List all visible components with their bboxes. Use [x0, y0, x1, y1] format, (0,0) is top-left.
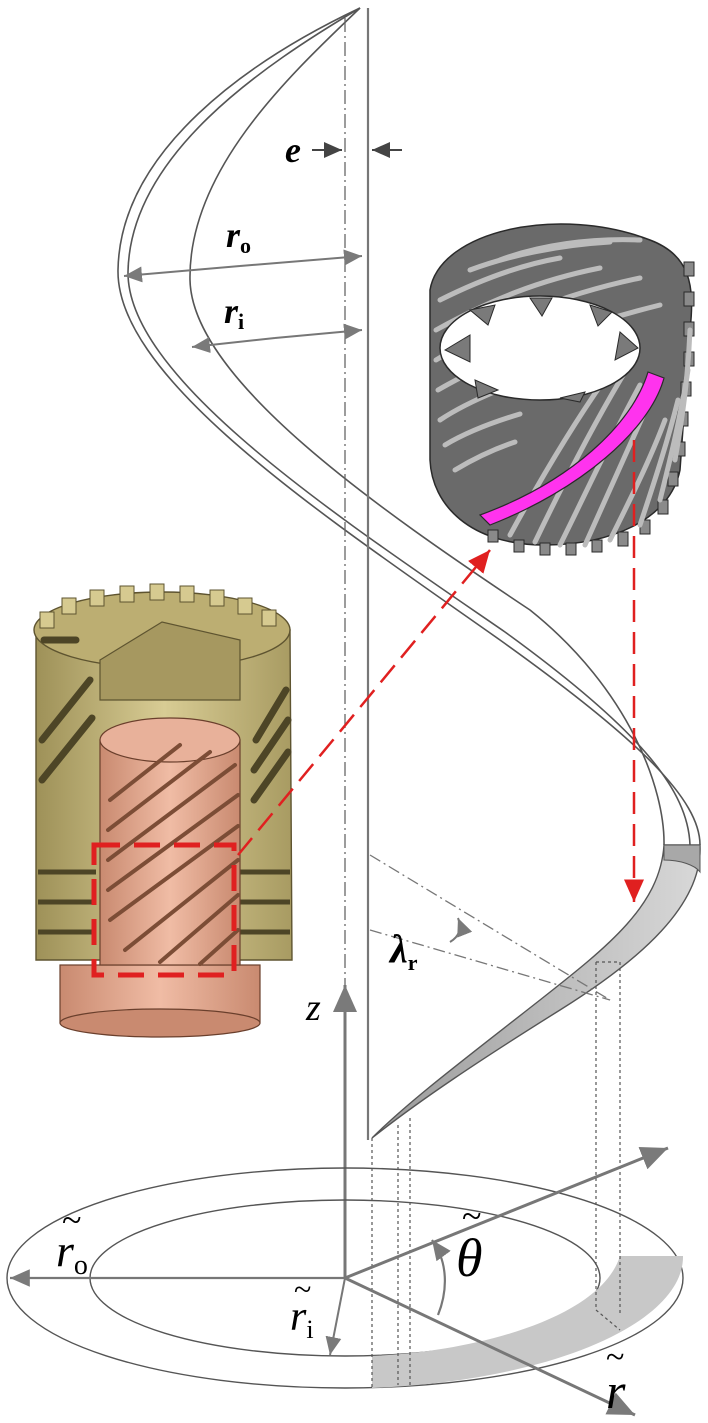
helix-shaded-band [371, 844, 701, 1139]
insert-to-ring-arrow [237, 549, 491, 856]
eccentricity-label: e [285, 130, 301, 170]
outer-radius-label: ro [226, 215, 251, 258]
r-axis-label: r [606, 1363, 626, 1419]
helix-inner-edge [189, 7, 665, 846]
base-outer-ellipse [6, 1167, 684, 1389]
threaded-insert-illustration [33, 583, 293, 1038]
outer-radius-dimension [123, 249, 363, 283]
theta-axis [344, 1146, 669, 1280]
base-outer-radius-tilde: ~ [62, 1200, 81, 1240]
helix-angle-label: λr [388, 926, 418, 975]
helix-angle-lines [369, 854, 611, 1001]
helix-band-cap [663, 844, 701, 874]
z-axis-label: z [305, 987, 321, 1029]
r-axis-tilde: ~ [606, 1339, 624, 1376]
base-outer-radius-label: ro [56, 1225, 88, 1281]
theta-arc-arrow [431, 1239, 451, 1316]
ring-gear-illustration [429, 223, 695, 556]
highlighted-tooth [478, 371, 665, 526]
inner-radius-dimension [191, 323, 363, 354]
base-inner-radius-tilde: ~ [294, 1271, 311, 1307]
base-projection-band [372, 1256, 684, 1388]
r-axis [344, 1276, 636, 1417]
theta-tilde: ~ [462, 1196, 481, 1236]
base-r-inner-dimension [325, 1277, 346, 1356]
helix-outer-edge-a [117, 7, 701, 846]
inner-radius-label: ri [224, 291, 244, 334]
selection-box [91, 842, 237, 978]
base-inner-radius-label: ri [290, 1294, 314, 1344]
theta-label: θ [456, 1228, 483, 1288]
